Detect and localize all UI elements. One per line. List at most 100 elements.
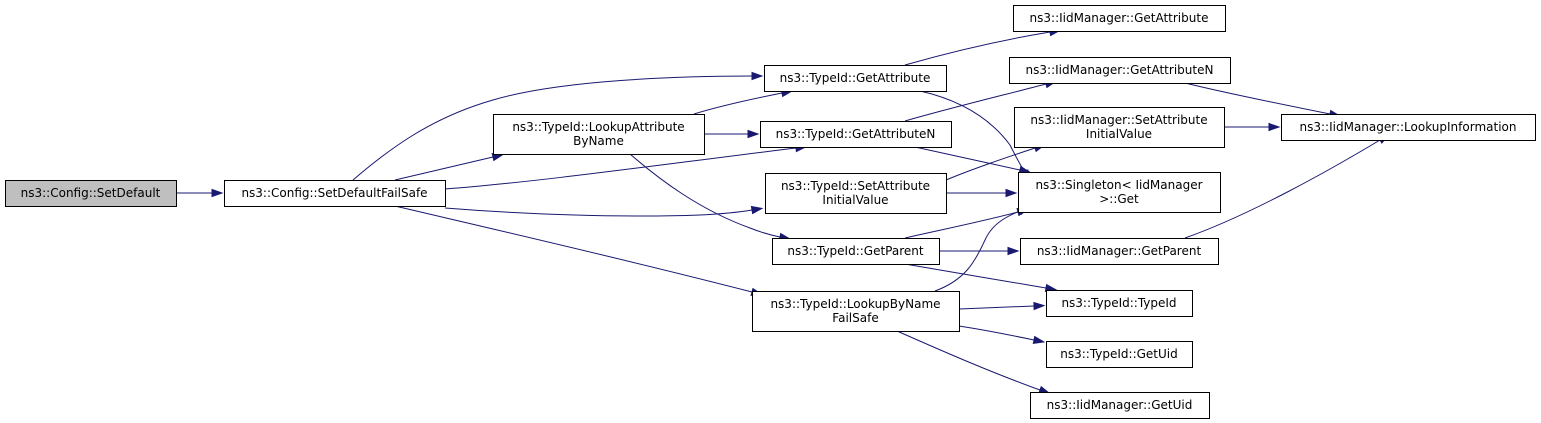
arrowhead-icon xyxy=(1032,335,1046,344)
node-box xyxy=(493,114,705,155)
call-edge-typeid-lookup-by-name-failsafe-to-iidmanager-get-uid xyxy=(896,330,1051,394)
call-edge-typeid-lookup-by-name-failsafe-to-singleton-get xyxy=(934,206,1031,292)
node-iidmanager-get-uid[interactable]: ns3::IidManager::GetUid xyxy=(1030,392,1210,419)
call-edge-line xyxy=(1184,82,1331,115)
node-typeid-get-uid[interactable]: ns3::TypeId::GetUid xyxy=(1046,341,1193,368)
node-box xyxy=(760,121,952,148)
node-iidmanager-set-attribute-initial-value[interactable]: ns3::IidManager::SetAttributeInitialValu… xyxy=(1014,107,1225,148)
node-label: ns3::IidManager::SetAttribute xyxy=(1030,113,1207,127)
node-label: ns3::TypeId::GetParent xyxy=(787,244,923,258)
call-edge-set-default-failsafe-to-lookup-attribute-by-name xyxy=(394,153,505,181)
node-box xyxy=(765,173,947,214)
node-label: ns3::TypeId::GetAttribute xyxy=(780,71,931,85)
call-edge-line xyxy=(629,153,781,238)
node-set-default[interactable]: ns3::Config::SetDefault xyxy=(5,180,177,207)
call-edge-line xyxy=(904,211,1019,239)
node-box xyxy=(1013,5,1226,32)
arrowhead-icon xyxy=(211,188,224,198)
call-edge-line xyxy=(394,205,753,293)
node-label: ns3::IidManager::GetParent xyxy=(1037,244,1202,258)
node-singleton-get[interactable]: ns3::Singleton< IidManager>::Get xyxy=(1018,172,1221,213)
call-edge-line xyxy=(693,92,783,115)
node-typeid-get-attribute-n[interactable]: ns3::TypeId::GetAttributeN xyxy=(760,121,952,148)
call-edge-line xyxy=(904,83,1047,122)
call-edge-line xyxy=(1184,139,1381,239)
call-edge-set-default-to-set-default-failsafe xyxy=(176,188,224,198)
arrowhead-icon xyxy=(750,205,764,215)
node-label: ns3::TypeId::TypeId xyxy=(1061,296,1176,310)
node-box xyxy=(1030,392,1210,419)
call-edge-line xyxy=(958,325,1035,341)
node-label: ns3::TypeId::LookupByName xyxy=(770,297,940,311)
node-iidmanager-get-attribute-n[interactable]: ns3::IidManager::GetAttributeN xyxy=(1009,57,1231,84)
call-edge-iidmanager-set-attribute-initial-value-to-iidmanager-lookup-information xyxy=(1224,122,1281,132)
node-typeid-get-attribute[interactable]: ns3::TypeId::GetAttribute xyxy=(764,65,947,92)
call-edge-line xyxy=(444,147,797,190)
call-edge-line xyxy=(904,31,1051,66)
node-set-default-failsafe[interactable]: ns3::Config::SetDefaultFailSafe xyxy=(224,180,446,207)
arrowhead-icon xyxy=(1033,301,1046,311)
node-typeid-get-parent[interactable]: ns3::TypeId::GetParent xyxy=(772,238,940,265)
call-edge-set-default-failsafe-to-typeid-get-attribute xyxy=(352,71,764,181)
node-label: ns3::IidManager::LookupInformation xyxy=(1300,120,1517,134)
call-edge-line xyxy=(352,75,753,181)
call-edge-line xyxy=(896,330,1041,391)
node-label: ns3::Config::SetDefaultFailSafe xyxy=(241,186,427,200)
call-graph-nodes: ns3::Config::SetDefault ns3::Config::SetD… xyxy=(5,5,1536,419)
call-edge-lookup-attribute-by-name-to-typeid-get-attribute xyxy=(693,89,794,115)
node-box xyxy=(1046,290,1193,317)
node-label: ByName xyxy=(573,134,624,148)
node-label: ns3::TypeId::SetAttribute xyxy=(781,179,930,193)
call-edge-typeid-get-parent-to-iidmanager-get-parent xyxy=(939,246,1020,256)
node-box xyxy=(5,180,177,207)
node-box xyxy=(1009,57,1231,84)
node-typeid-typeid[interactable]: ns3::TypeId::TypeId xyxy=(1046,290,1193,317)
node-iidmanager-get-attribute[interactable]: ns3::IidManager::GetAttribute xyxy=(1013,5,1226,32)
node-box xyxy=(1046,341,1193,368)
call-edge-typeid-lookup-by-name-failsafe-to-typeid-get-uid xyxy=(958,325,1046,344)
node-box xyxy=(1020,238,1219,265)
call-edge-line xyxy=(919,90,1026,173)
node-label: ns3::IidManager::GetAttributeN xyxy=(1026,63,1214,77)
arrowhead-icon xyxy=(1005,188,1018,198)
call-edge-line xyxy=(958,305,1035,310)
node-label: FailSafe xyxy=(832,311,878,325)
node-box xyxy=(224,180,446,207)
arrowhead-icon xyxy=(751,71,764,81)
node-label: ns3::TypeId::GetAttributeN xyxy=(776,127,936,141)
call-edge-set-default-failsafe-to-typeid-lookup-by-name-failsafe xyxy=(394,205,764,296)
node-box xyxy=(1018,172,1221,213)
node-label: InitialValue xyxy=(1086,127,1152,141)
node-box xyxy=(1281,114,1536,141)
node-box xyxy=(1014,107,1225,148)
node-box xyxy=(752,291,960,332)
node-label: ns3::Singleton< IidManager xyxy=(1035,178,1202,192)
call-edge-line xyxy=(444,207,753,217)
arrowhead-icon xyxy=(1007,246,1020,256)
call-edge-typeid-lookup-by-name-failsafe-to-typeid-typeid xyxy=(958,301,1046,311)
node-iidmanager-get-parent[interactable]: ns3::IidManager::GetParent xyxy=(1020,238,1219,265)
call-edge-line xyxy=(904,263,1047,289)
node-box xyxy=(772,238,940,265)
node-label: >::Get xyxy=(1099,192,1139,206)
node-label: ns3::IidManager::GetAttribute xyxy=(1030,11,1209,25)
node-label: ns3::IidManager::GetUid xyxy=(1047,398,1193,412)
node-label: ns3::TypeId::GetUid xyxy=(1060,347,1178,361)
call-edge-line xyxy=(934,210,1021,292)
arrowhead-icon xyxy=(747,129,760,139)
call-edge-lookup-attribute-by-name-to-typeid-get-attribute-n xyxy=(704,129,760,139)
node-label: ns3::TypeId::LookupAttribute xyxy=(512,120,684,134)
call-edge-set-default-failsafe-to-typeid-set-attribute-initial-value xyxy=(444,205,764,217)
call-edge-line xyxy=(914,146,1021,171)
call-edge-typeid-get-parent-to-typeid-typeid xyxy=(904,263,1058,293)
call-edge-line xyxy=(945,147,1036,181)
arrowhead-icon xyxy=(1268,122,1281,132)
node-label: ns3::Config::SetDefault xyxy=(21,186,161,200)
node-label: InitialValue xyxy=(822,193,888,207)
node-iidmanager-lookup-information[interactable]: ns3::IidManager::LookupInformation xyxy=(1281,114,1536,141)
call-edge-line xyxy=(394,156,494,181)
